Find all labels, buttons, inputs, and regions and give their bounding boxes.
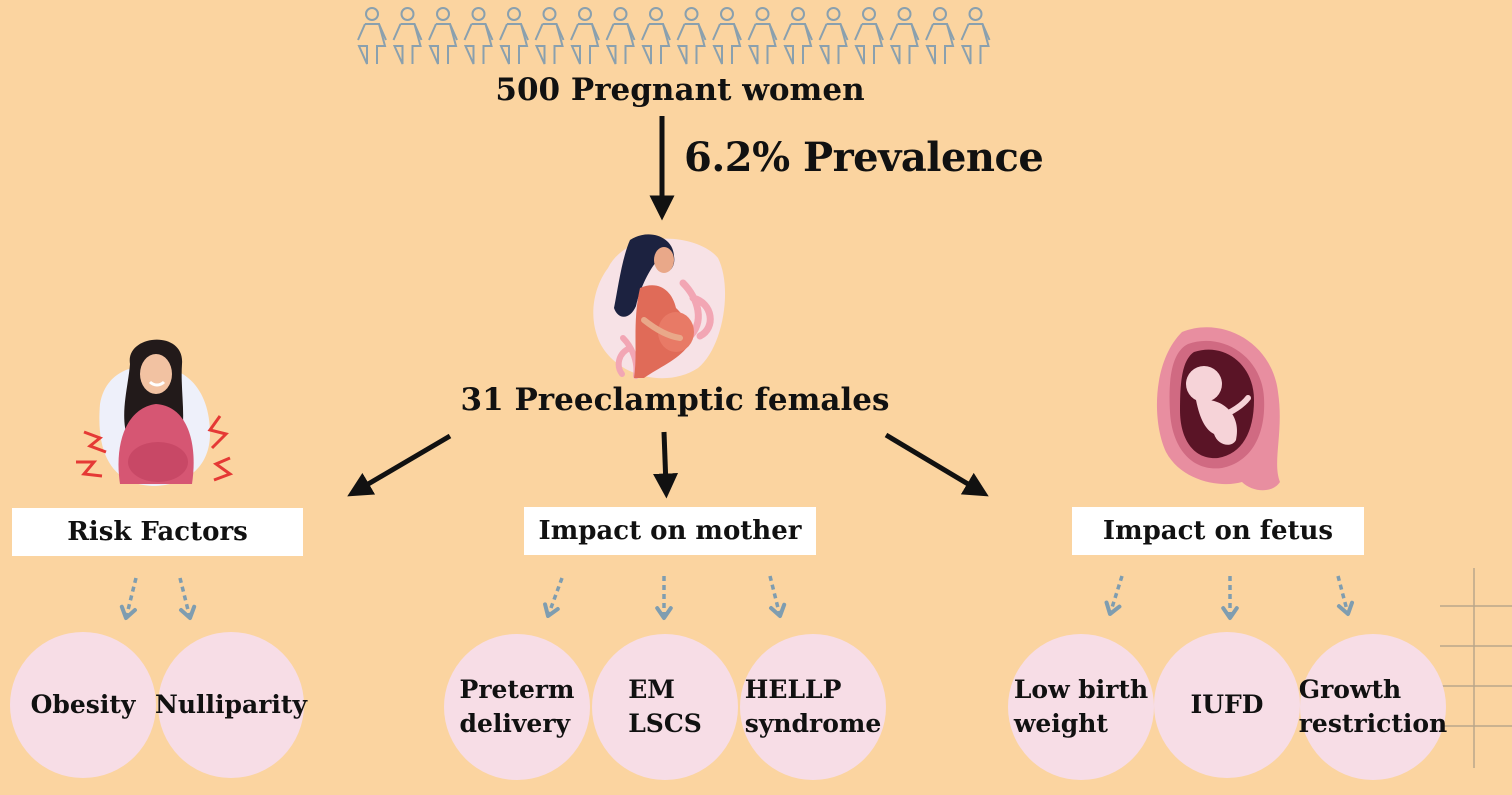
dotted-arrow-icon (543, 577, 564, 618)
dotted-arrow-icon (178, 577, 197, 620)
circle-text: Nulliparity (155, 690, 307, 720)
dotted-arrow-icon (1336, 575, 1355, 616)
circle-text: LSCS (628, 709, 702, 738)
circle-text: weight (1013, 709, 1108, 738)
preeclamptic-label: 31 Preeclamptic females (460, 382, 890, 418)
circle-iufd: IUFD (1154, 632, 1300, 778)
woman-icon (818, 7, 849, 65)
circle-obesity: Obesity (10, 632, 156, 778)
fetus-in-womb-icon (1156, 327, 1280, 491)
circle-text: Preterm (459, 675, 575, 705)
woman-icon (605, 7, 636, 65)
circle-preterm-delivery: Preterm delivery (444, 634, 590, 780)
woman-icon (570, 7, 600, 65)
woman-icon (747, 7, 778, 65)
pregnant-woman-icon (593, 234, 726, 379)
circle-low-birth-weight: Low birth weight (1008, 634, 1154, 780)
woman-icon (676, 7, 707, 65)
woman-icon (641, 7, 671, 65)
woman-icon (357, 7, 387, 65)
circle-text: Growth (1298, 675, 1402, 705)
woman-icon (960, 7, 991, 65)
woman-icon (712, 7, 742, 65)
circle-text: IUFD (1190, 690, 1264, 720)
impact-mother-box: Impact on mother (524, 507, 816, 555)
circle-hellp-syndrome: HELLP syndrome (740, 634, 886, 780)
circle-em-lscs: EM LSCS (592, 634, 738, 780)
woman-icon (428, 7, 458, 65)
woman-icon (534, 7, 565, 65)
dotted-arrow-icon (655, 576, 673, 620)
grid-decoration (1440, 568, 1512, 768)
woman-icon (854, 7, 884, 65)
dotted-arrow-icon (1221, 576, 1239, 620)
prevalence-label: 6.2% Prevalence (684, 134, 1044, 181)
circle-nulliparity: Nulliparity (155, 632, 307, 778)
distressed-woman-icon (76, 339, 234, 486)
woman-icon (463, 7, 494, 65)
woman-icon (392, 7, 423, 65)
arrow-to-impact-fetus (884, 432, 989, 497)
circle-text: delivery (459, 709, 571, 738)
population-label: 500 Pregnant women (495, 72, 865, 108)
circle-text: syndrome (744, 709, 882, 738)
circle-text: Low birth (1013, 675, 1149, 705)
circle-text: Obesity (30, 690, 136, 720)
arrow-to-risk-factors (347, 433, 452, 497)
woman-icon (889, 7, 920, 65)
dotted-arrow-icon (768, 575, 787, 618)
woman-icon (925, 7, 955, 65)
woman-icon (499, 7, 529, 65)
risk-factors-box: Risk Factors (12, 508, 303, 556)
circle-text: EM (628, 675, 675, 705)
circle-text: restriction (1298, 709, 1448, 738)
arrow-to-impact-mother (653, 431, 679, 499)
woman-icon (783, 7, 813, 65)
dotted-arrow-icon (1104, 575, 1124, 616)
impact-fetus-box: Impact on fetus (1072, 507, 1364, 555)
circle-growth-restriction: Growth restriction (1298, 634, 1448, 780)
dotted-arrow-icon (119, 577, 138, 620)
circle-text: HELLP (744, 675, 842, 705)
